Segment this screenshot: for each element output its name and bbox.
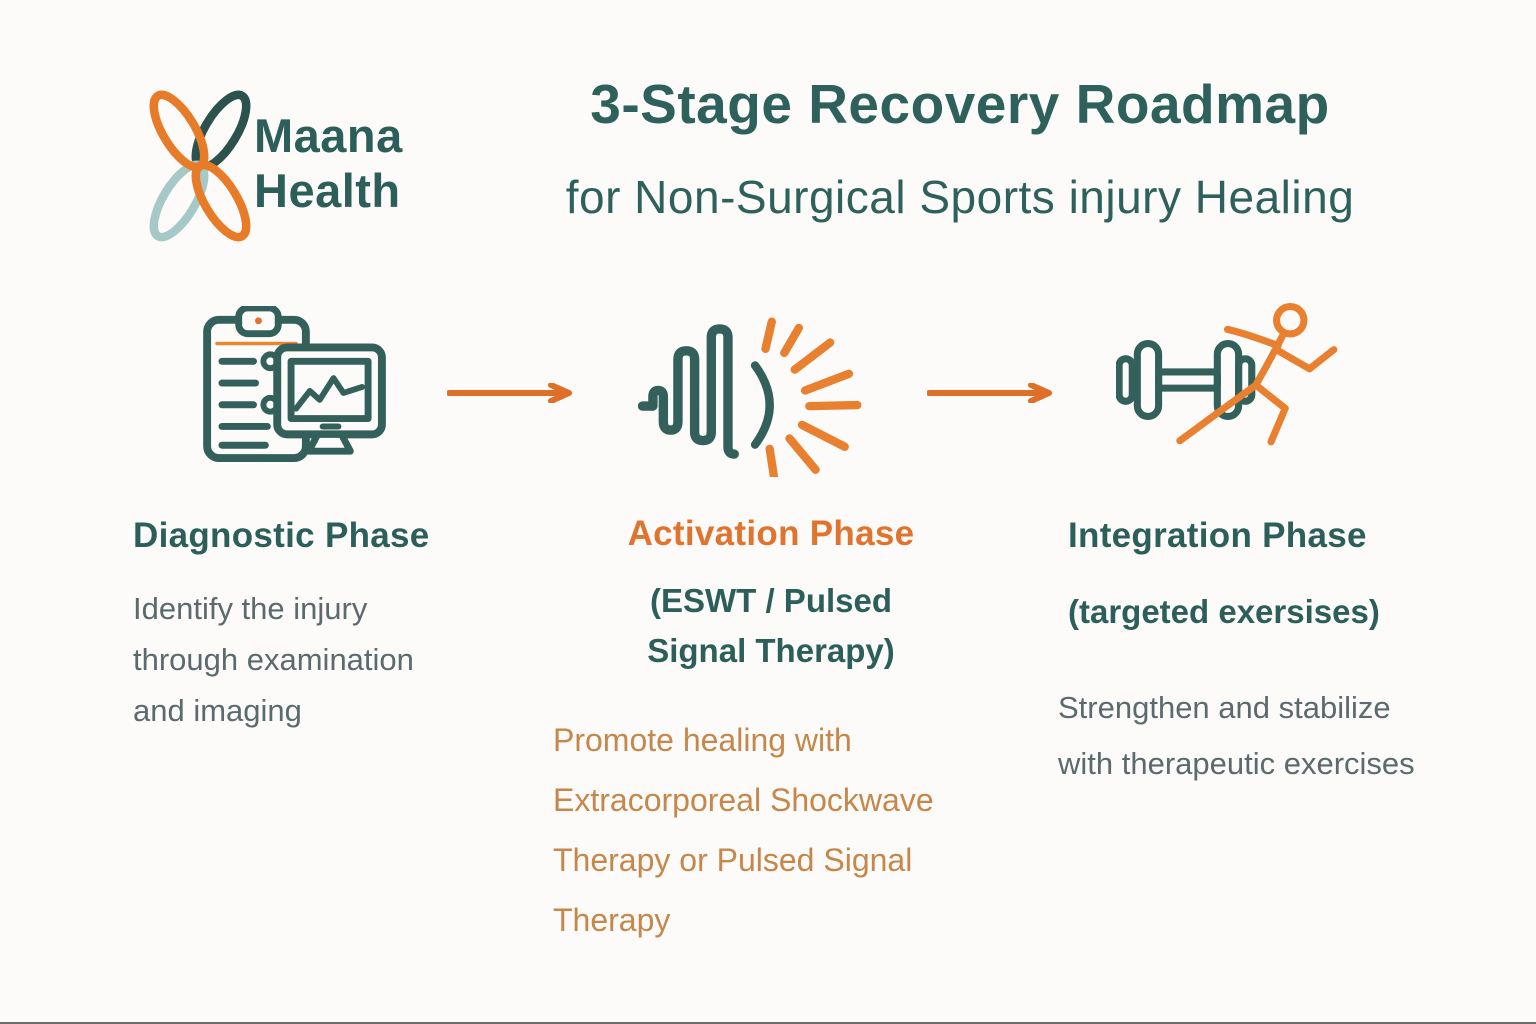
bottom-edge-line xyxy=(0,1022,1536,1024)
description-line: Therapy xyxy=(553,902,671,938)
stage-activation: Activation Phase (ESWT / Pulsed Signal T… xyxy=(545,514,997,950)
stage-title: Integration Phase xyxy=(1068,516,1367,555)
stage-description: Strengthen and stabilize with therapeuti… xyxy=(1058,680,1486,792)
stage-subtitle: (targeted exersises) xyxy=(1056,587,1486,637)
right-arrow-icon xyxy=(447,383,572,403)
page-subtitle: for Non-Surgical Sports injury Healing xyxy=(565,171,1355,223)
page-title: 3-Stage Recovery Roadmap xyxy=(590,73,1330,135)
dumbbell-runner-icon xyxy=(1116,303,1338,446)
stage-title: Diagnostic Phase xyxy=(133,516,430,555)
right-arrow-icon xyxy=(927,383,1052,403)
shockwave-pulse-icon xyxy=(638,317,862,477)
stage-title: Activation Phase xyxy=(627,514,915,553)
brand-name: Maana Health xyxy=(254,108,403,218)
clipboard-chart-icon xyxy=(203,306,386,463)
subtitle-line: Signal Therapy) xyxy=(647,632,895,669)
stage-integration: Integration Phase (targeted exersises) S… xyxy=(1056,516,1486,792)
description-line: and imaging xyxy=(133,693,302,728)
description-line: with therapeutic exercises xyxy=(1058,746,1415,781)
description-line: through examination xyxy=(133,642,414,677)
infinity-loops-logo xyxy=(149,90,251,242)
subtitle-line: (ESWT / Pulsed xyxy=(649,582,893,619)
description-line: Strengthen and stabilize xyxy=(1058,690,1391,725)
description-line: Therapy or Pulsed Signal xyxy=(553,842,913,878)
description-line: Identify the injury xyxy=(133,591,368,626)
header: 3-Stage Recovery Roadmap for Non-Surgica… xyxy=(430,72,1490,224)
stage-description: Identify the injury through examination … xyxy=(133,583,513,736)
description-line: Promote healing with xyxy=(553,722,852,758)
stage-description: Promote healing with Extracorporeal Shoc… xyxy=(545,710,997,950)
description-line: Extracorporeal Shockwave xyxy=(553,782,934,818)
stage-subtitle: (ESWT / Pulsed Signal Therapy) xyxy=(545,576,997,676)
subtitle-line: (targeted exersises) xyxy=(1068,593,1380,630)
stage-diagnostic: Diagnostic Phase Identify the injury thr… xyxy=(133,516,513,736)
brand-name-line2: Health xyxy=(254,164,401,217)
brand-name-line1: Maana xyxy=(254,109,403,162)
